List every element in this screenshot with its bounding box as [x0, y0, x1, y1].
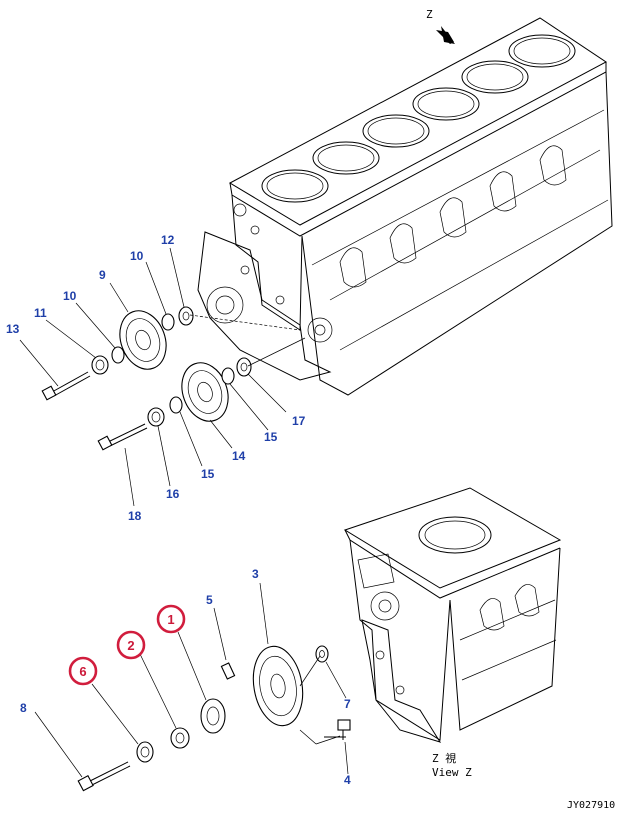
lower-cylinder-block: [343, 487, 562, 743]
upper-cylinder-block: [197, 17, 613, 396]
callout-7: 7: [344, 697, 351, 711]
callout-16: 16: [166, 487, 180, 501]
callout-18: 18: [128, 509, 142, 523]
callout-14: 14: [232, 449, 246, 463]
callout-1: 1: [167, 612, 174, 627]
drawing-id: JY027910: [567, 800, 615, 811]
view-z-marker: Z: [426, 8, 433, 21]
callout-6: 6: [79, 664, 86, 679]
circled-marker-2: [116, 630, 146, 660]
upper-gear-train-parts: [41, 306, 306, 451]
callout-15-left: 15: [201, 467, 215, 481]
circled-marker-1: [156, 604, 186, 634]
view-caption-en: View Z: [432, 766, 472, 779]
view-z-arrow: [436, 26, 455, 44]
callout-15-right: 15: [264, 430, 278, 444]
callout-17: 17: [292, 414, 306, 428]
callout-12: 12: [161, 233, 175, 247]
callout-13: 13: [6, 322, 20, 336]
lower-gear-parts: [77, 645, 351, 792]
callout-2: 2: [127, 638, 134, 653]
callout-9: 9: [99, 268, 106, 282]
callout-8: 8: [20, 701, 27, 715]
view-caption-jp: Z 視: [432, 751, 456, 765]
callout-3: 3: [252, 567, 259, 581]
callout-4: 4: [344, 773, 351, 787]
circled-marker-6: [68, 656, 98, 686]
callout-10-upper: 10: [130, 249, 144, 263]
upper-leader-lines: [19, 247, 287, 507]
callout-11: 11: [34, 306, 47, 320]
callout-5: 5: [206, 593, 213, 607]
lower-leader-lines: [34, 582, 349, 778]
callout-10-lower: 10: [63, 289, 77, 303]
